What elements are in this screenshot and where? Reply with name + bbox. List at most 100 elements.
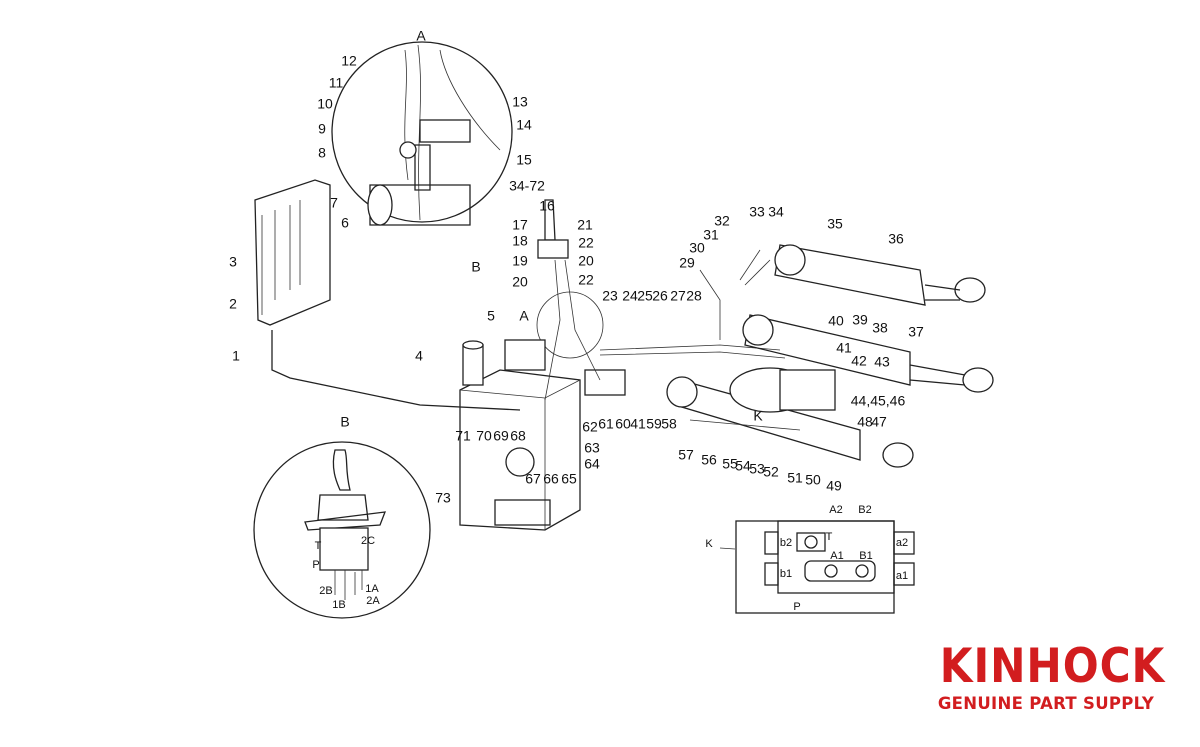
part-callout: 2: [229, 296, 237, 312]
part-callout: 36: [888, 231, 904, 247]
part-callout: 63: [584, 440, 600, 456]
part-callout: 67: [525, 471, 541, 487]
part-callout: 64: [584, 456, 600, 472]
port-label: a2: [896, 537, 908, 549]
part-callout: 59: [646, 416, 662, 432]
joystick-and-valves: [504, 199, 786, 401]
part-callout: 57: [678, 447, 694, 463]
valve-block-inset-k: [719, 520, 915, 614]
part-callout: 11: [329, 75, 344, 91]
part-callout: 35: [827, 216, 843, 232]
port-label: P: [312, 559, 319, 571]
detail-inset-a: [331, 41, 513, 226]
part-callout: 20: [512, 274, 528, 290]
part-callout: 19: [512, 253, 528, 269]
brand-logo: KINHOCK GENUINE PART SUPPLY: [928, 640, 1164, 714]
part-callout: 39: [852, 312, 868, 328]
port-label: K: [705, 538, 713, 550]
part-callout: 41: [836, 340, 852, 356]
part-callout: 68: [510, 428, 526, 444]
part-callout: 42: [851, 353, 867, 369]
port-label: A1: [830, 550, 843, 562]
part-callout: 18: [512, 233, 528, 249]
part-callout: 9: [318, 121, 326, 137]
part-callout: 25: [637, 288, 653, 304]
part-callout: 6: [341, 215, 349, 231]
part-callout: 44,45,46: [851, 393, 906, 409]
part-callout: 30: [689, 240, 705, 256]
brand-name: KINHOCK: [939, 639, 1166, 694]
port-label: b1: [780, 568, 792, 580]
part-callout: 47: [871, 414, 887, 430]
port-label: a1: [896, 570, 908, 582]
port-label: 1A: [365, 583, 379, 595]
port-label: T: [315, 540, 322, 552]
part-callout: 43: [874, 354, 890, 370]
part-callout: 54: [735, 458, 751, 474]
part-callout: 16: [539, 198, 555, 214]
part-callout: 17: [512, 217, 528, 233]
part-callout: 38: [872, 320, 888, 336]
part-callout: 4: [415, 348, 423, 364]
port-label: b2: [780, 537, 792, 549]
port-label: B2: [858, 504, 871, 516]
part-callout: 60: [615, 416, 631, 432]
part-callout: 58: [661, 416, 677, 432]
part-callout: 51: [787, 470, 803, 486]
part-callout: 66: [543, 471, 559, 487]
part-callout: 50: [805, 472, 821, 488]
part-callout: 53: [749, 461, 765, 477]
part-callout: 34-72: [509, 178, 545, 194]
part-callout: 61: [598, 416, 614, 432]
part-callout: 56: [701, 452, 717, 468]
part-callout: 27: [670, 288, 686, 304]
part-callout: 65: [561, 471, 577, 487]
hydraulic-cylinders: [666, 244, 994, 468]
part-callout: 37: [908, 324, 924, 340]
port-label: 2A: [366, 595, 380, 607]
part-callout: 1: [232, 348, 240, 364]
part-callout: 48: [857, 414, 873, 430]
part-callout: 28: [686, 288, 702, 304]
part-callout: B: [471, 259, 480, 275]
part-callout: 55: [722, 456, 738, 472]
port-label: 1B: [332, 599, 345, 611]
port-label: 2C: [361, 535, 375, 547]
part-callout: B: [340, 414, 349, 430]
callout-labels: A121110987613141534-72B16171819202122202…: [229, 28, 924, 506]
port-label: P: [793, 601, 800, 613]
part-callout: A: [416, 28, 426, 44]
part-callout: 62: [582, 419, 598, 435]
part-callout: 24: [622, 288, 638, 304]
part-callout: 22: [578, 235, 594, 251]
part-callout: 29: [679, 255, 695, 271]
part-callout: 71: [455, 428, 471, 444]
part-callout: 23: [602, 288, 618, 304]
port-label: 2B: [319, 585, 332, 597]
brand-tagline: GENUINE PART SUPPLY: [937, 694, 1155, 713]
part-callout: A: [519, 308, 529, 324]
hydraulic-tank: [459, 340, 581, 531]
part-callout: 26: [652, 288, 668, 304]
part-callout: 32: [714, 213, 730, 229]
part-callout: 31: [703, 227, 719, 243]
part-callout: 5: [487, 308, 495, 324]
part-callout: 8: [318, 145, 326, 161]
part-callout: 3: [229, 254, 237, 270]
part-callout: 21: [577, 217, 593, 233]
part-callout: K: [753, 408, 763, 424]
port-label: B1: [859, 550, 872, 562]
part-callout: 49: [826, 478, 842, 494]
part-callout: 69: [493, 428, 509, 444]
part-callout: 41: [630, 416, 646, 432]
part-callout: 20: [578, 253, 594, 269]
part-callout: 7: [330, 195, 338, 211]
part-callout: 15: [516, 152, 532, 168]
detail-inset-b: [253, 441, 431, 619]
part-callout: 13: [512, 94, 528, 110]
part-callout: 10: [317, 96, 333, 112]
part-callout: 33: [749, 204, 765, 220]
